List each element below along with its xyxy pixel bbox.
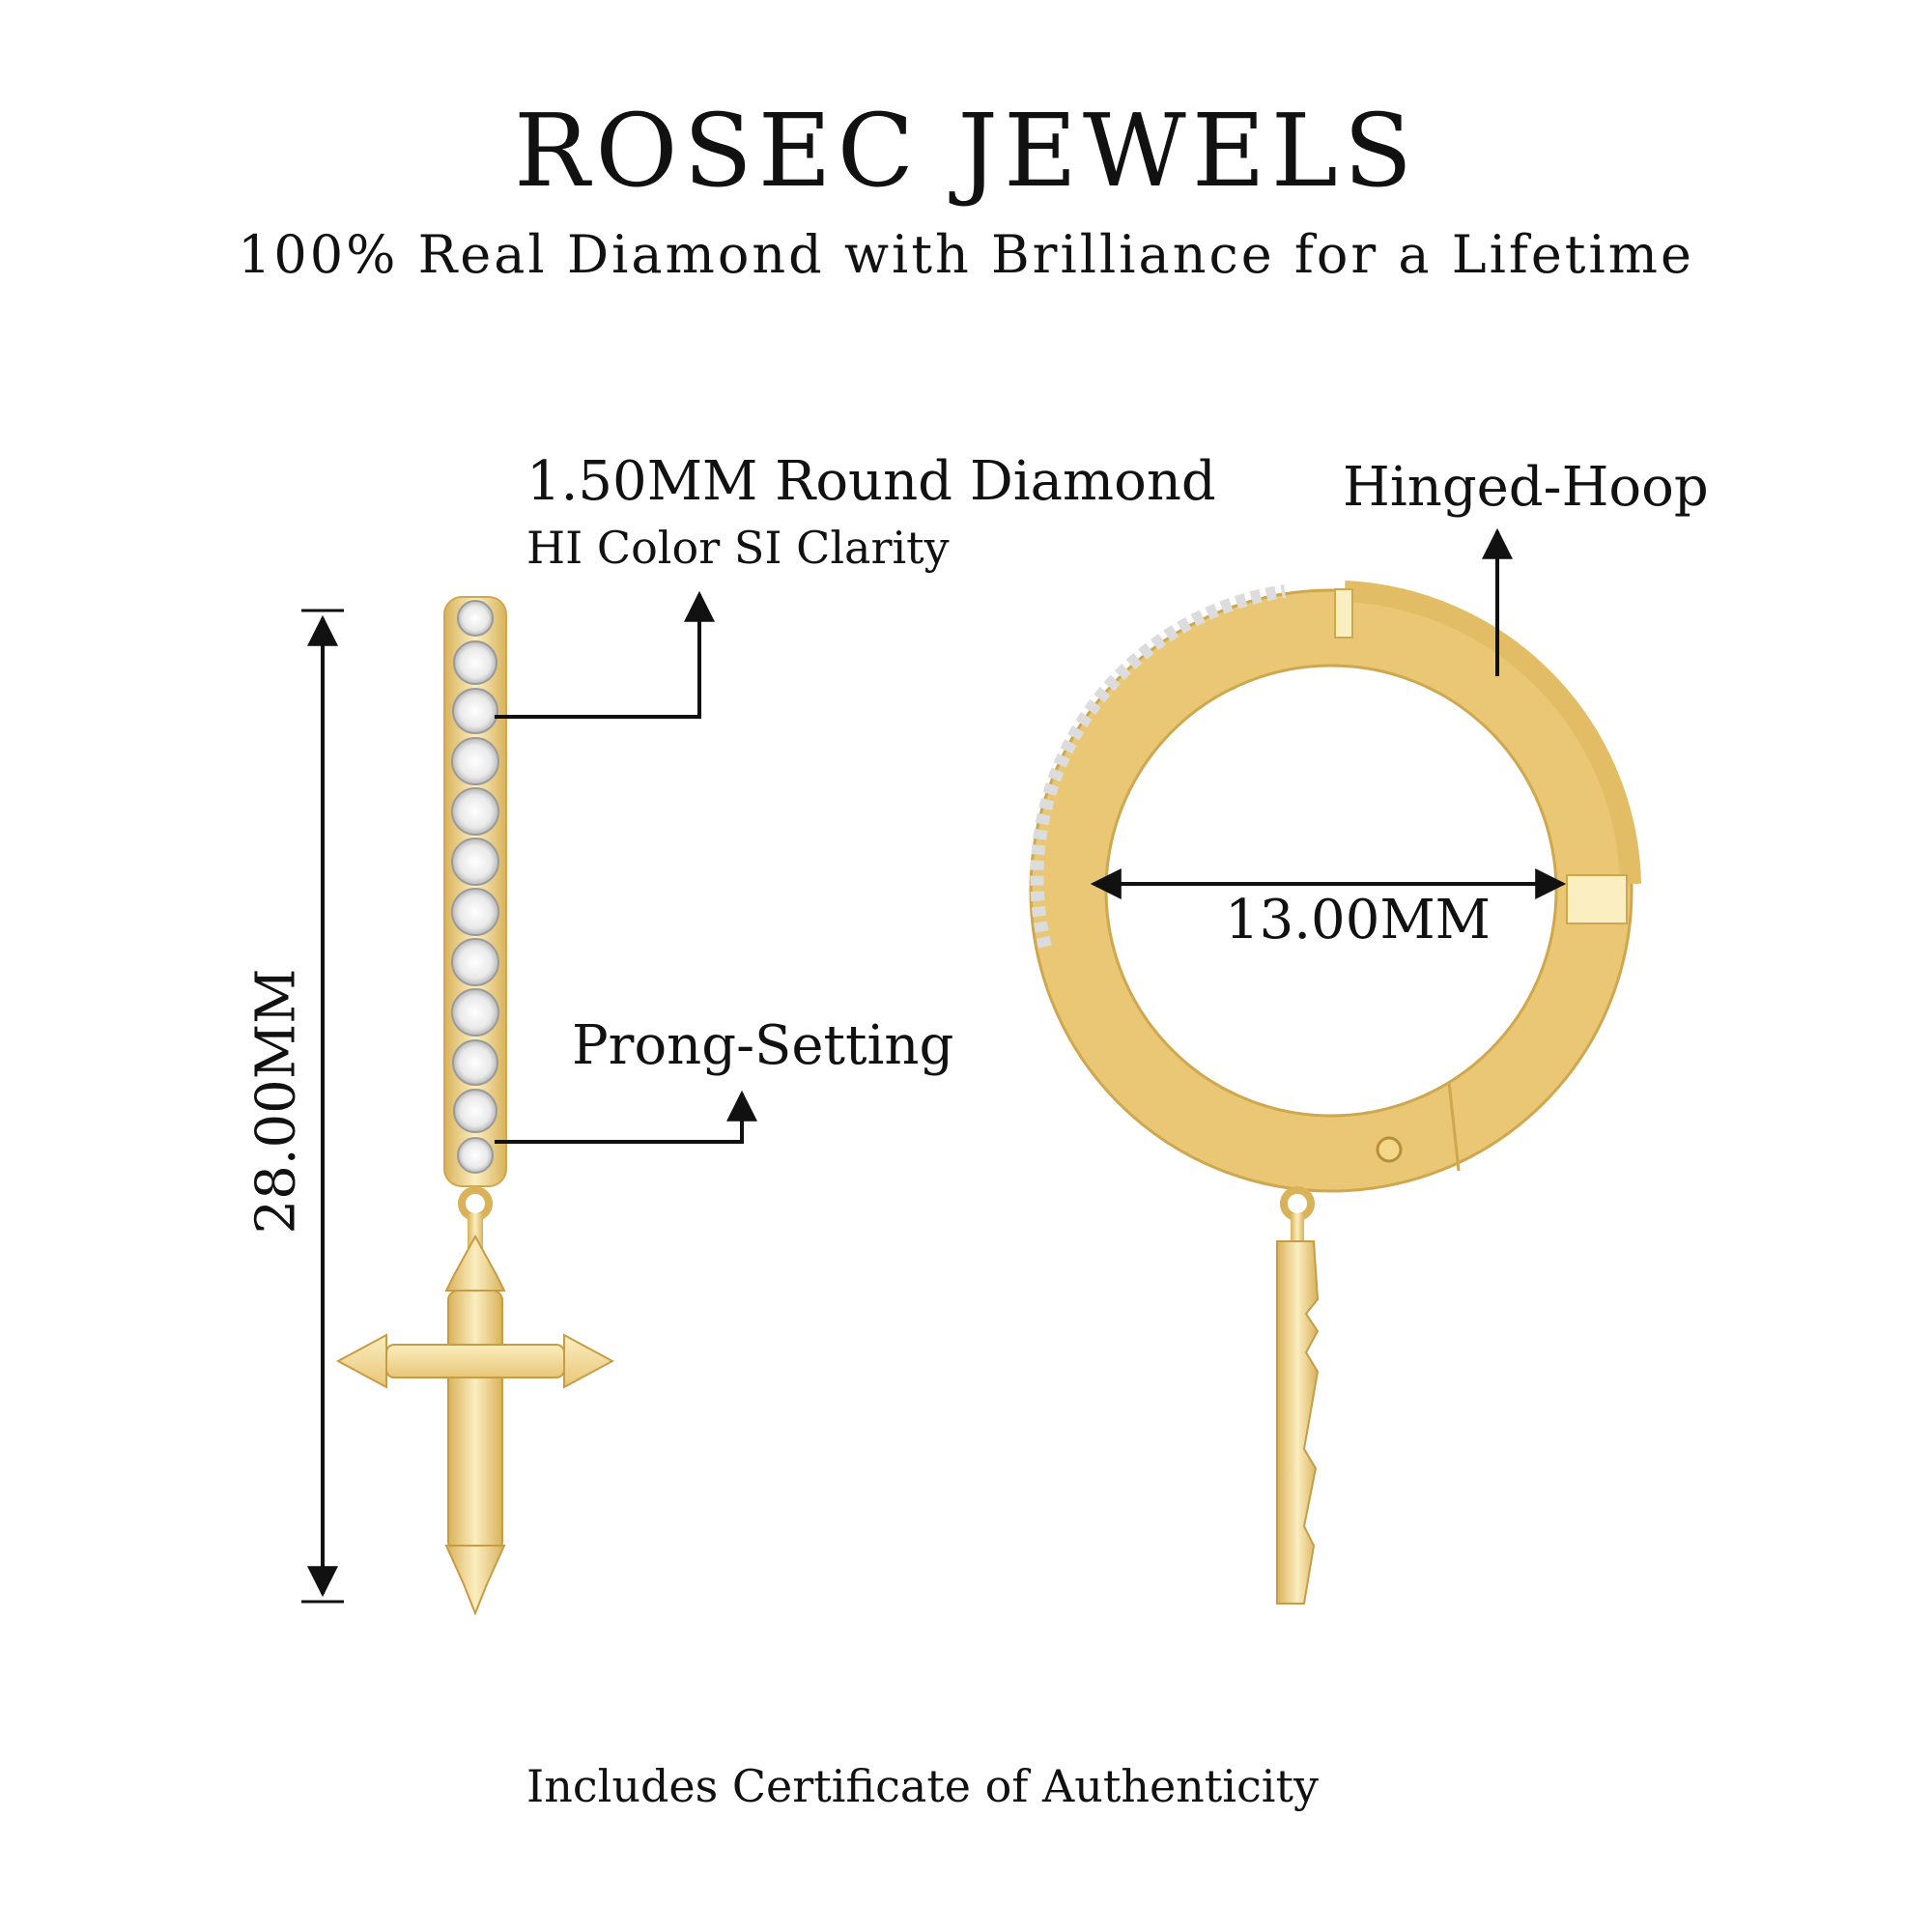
- brand-title: ROSEC JEWELS: [513, 92, 1419, 210]
- diamond-callout-subtitle: HI Color SI Clarity: [526, 522, 950, 574]
- hinge-callout-label: Hinged-Hoop: [1343, 456, 1709, 519]
- diamond-leader: [495, 590, 715, 719]
- prong-callout-label: Prong-Setting: [572, 1014, 954, 1077]
- prong-leader: [495, 1090, 757, 1144]
- diamond-callout-title: 1.50MM Round Diamond: [526, 450, 1216, 513]
- diameter-label: 13.00MM: [1225, 889, 1491, 952]
- diamond-row: [451, 600, 499, 1174]
- side-view-earring: [335, 596, 615, 1616]
- front-view-earring: [1029, 581, 1641, 1605]
- cross-side-view: [1276, 1240, 1320, 1605]
- height-dimension: [301, 609, 344, 1604]
- certificate-note: Includes Certificate of Authenticity: [526, 1760, 1319, 1812]
- height-label: 28.00MM: [244, 968, 308, 1235]
- brand-tagline: 100% Real Diamond with Brilliance for a …: [238, 224, 1694, 285]
- cross-pendant: [335, 1234, 615, 1616]
